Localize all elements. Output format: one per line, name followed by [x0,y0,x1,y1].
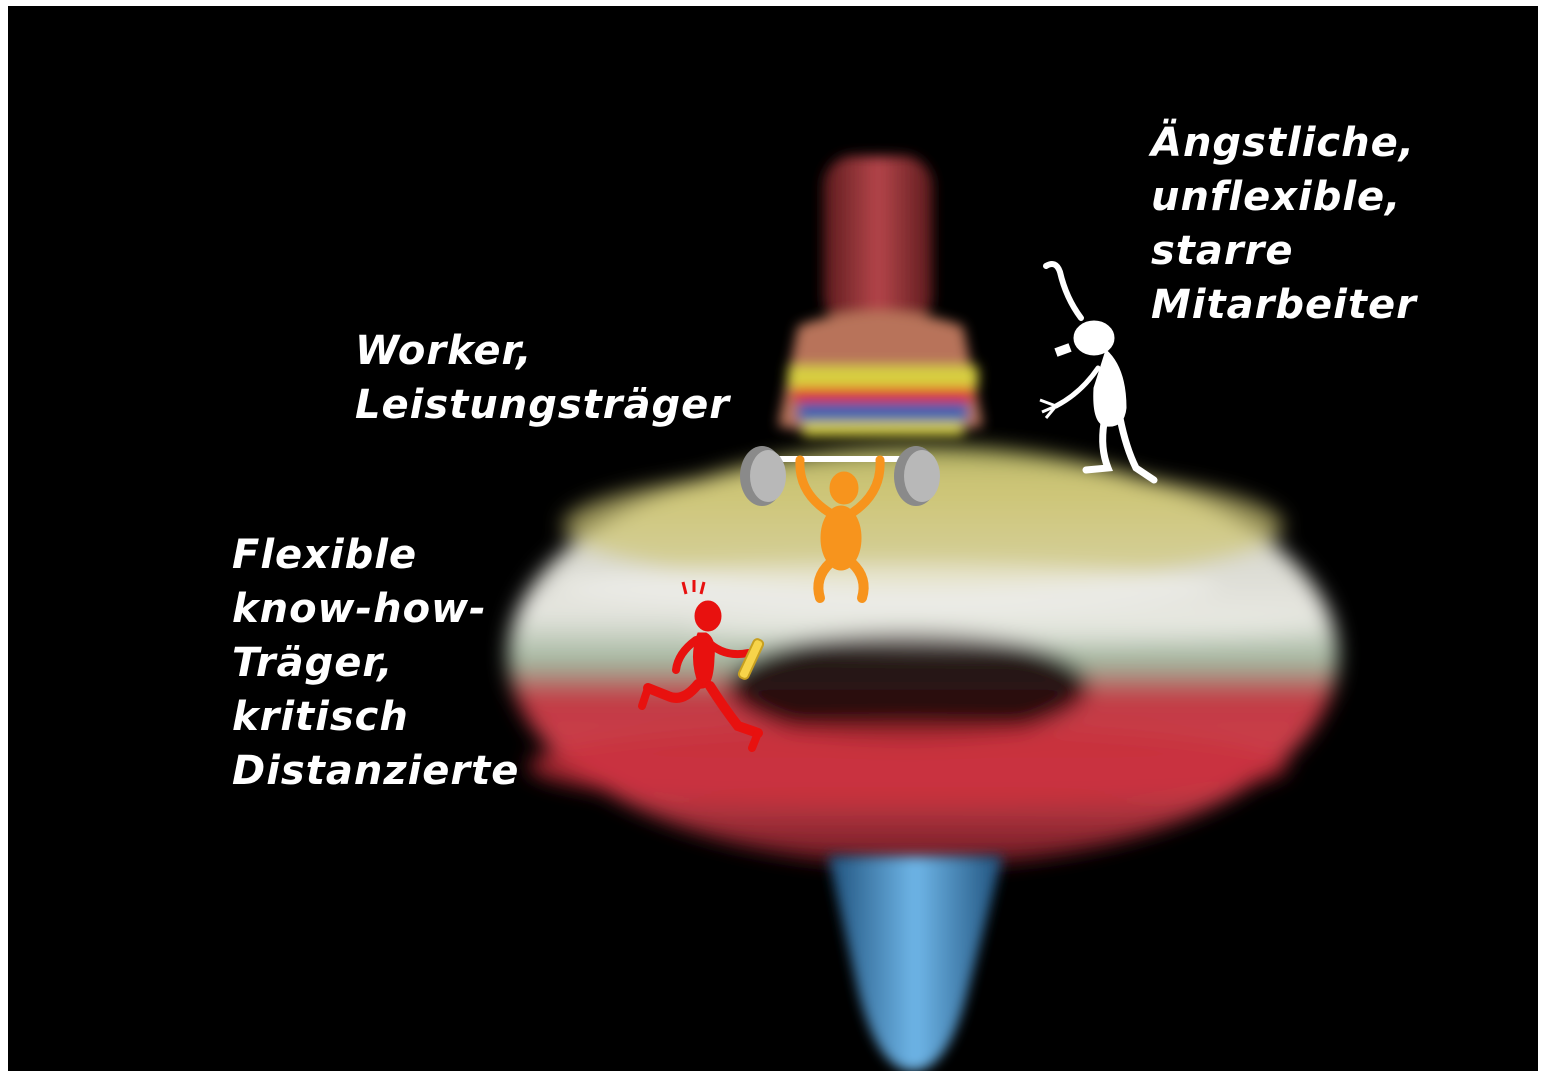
flexible-label-line: know-how- [232,582,519,636]
worker-label-line: Worker, [355,324,730,378]
flexible-label-line: Träger, [232,636,519,690]
worker-label-line: Leistungsträger [355,378,730,432]
flexible-label: Flexible know-how- Träger, kritisch Dist… [232,528,519,798]
anxious-figure-icon [1026,258,1166,488]
anxious-label-line: Mitarbeiter [1151,278,1417,332]
anxious-label-line: starre [1151,224,1417,278]
worker-label: Worker, Leistungsträger [355,324,730,432]
anxious-employees-label: Ängstliche, unflexible, starre Mitarbeit… [1151,116,1417,332]
slide: Ängstliche, unflexible, starre Mitarbeit… [8,6,1538,1071]
flexible-label-line: kritisch [232,690,519,744]
anxious-label-line: unflexible, [1151,170,1417,224]
anxious-label-line: Ängstliche, [1151,116,1417,170]
flexible-label-line: Distanzierte [232,744,519,798]
runner-figure-icon [628,578,778,753]
flexible-label-line: Flexible [232,528,519,582]
